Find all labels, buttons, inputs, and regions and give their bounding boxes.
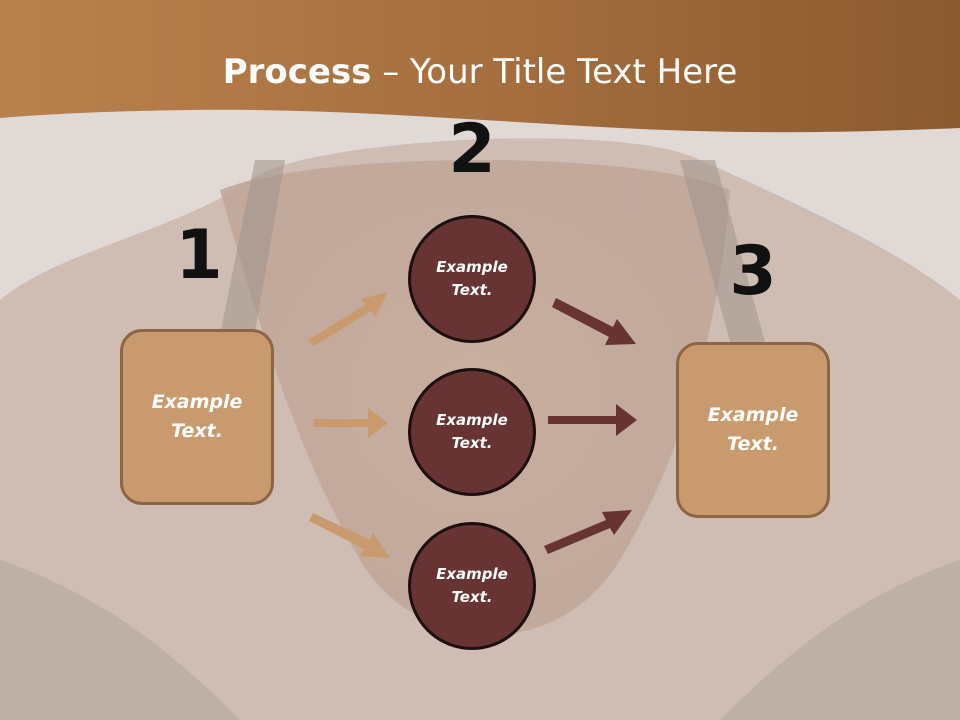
step-2-circle-bottom-text: Example Text.: [436, 565, 508, 606]
step-2-circle-middle: Example Text.: [408, 368, 536, 496]
step-1-number: 1: [175, 216, 223, 295]
title-rest: – Your Title Text Here: [371, 52, 738, 92]
step-3-number: 3: [729, 232, 777, 311]
arrow-top-to-3: [552, 298, 636, 345]
arrow-1-to-middle: [314, 408, 388, 438]
arrow-1-to-top: [308, 292, 388, 346]
arrow-bottom-to-3: [544, 510, 632, 554]
step-2-circle-middle-text: Example Text.: [436, 411, 508, 452]
step-1-box: Example Text.: [120, 329, 274, 505]
title-bold: Process: [222, 52, 372, 92]
arrow-middle-to-3: [548, 404, 637, 436]
step-1-box-text: Example Text.: [151, 391, 243, 442]
slide-title: Process – Your Title Text Here: [0, 52, 960, 92]
step-3-box-text: Example Text.: [707, 404, 799, 455]
step-2-circle-bottom: Example Text.: [408, 522, 536, 650]
step-2-number: 2: [448, 110, 496, 189]
step-2-circle-top-text: Example Text.: [436, 258, 508, 299]
step-3-box: Example Text.: [676, 342, 830, 518]
step-2-circle-top: Example Text.: [408, 215, 536, 343]
arrow-1-to-bottom: [309, 513, 390, 558]
